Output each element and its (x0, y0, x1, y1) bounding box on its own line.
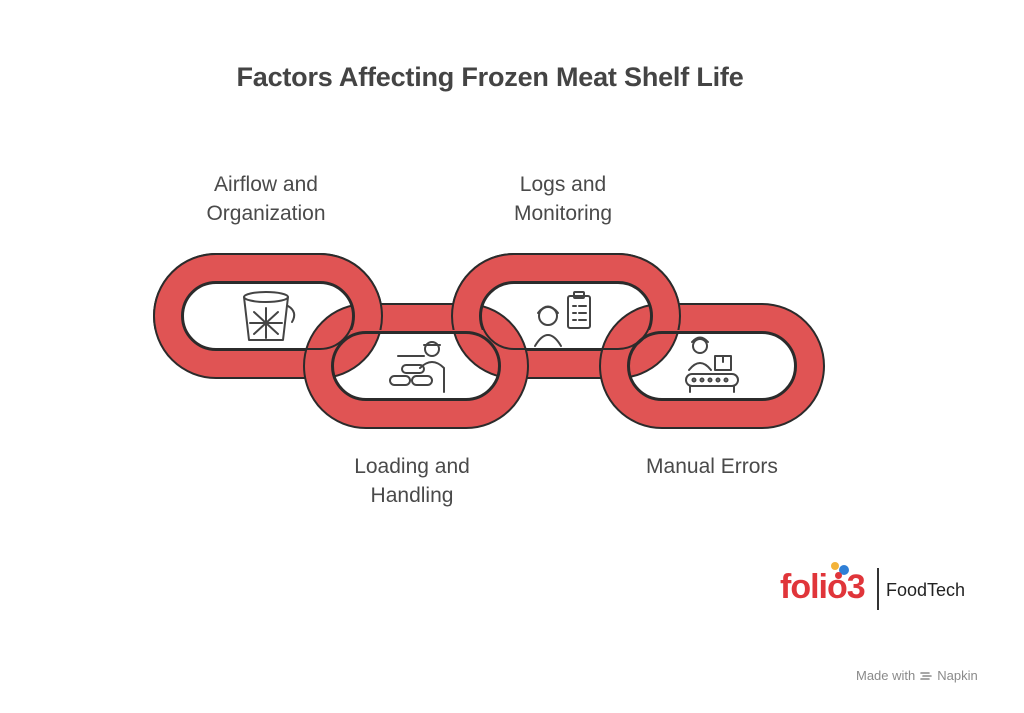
footer-tool: Napkin (937, 668, 978, 683)
logo-dot-blue (839, 565, 849, 575)
chain-overlap (153, 253, 681, 330)
footer-credit: Made with Napkin (856, 668, 978, 683)
napkin-icon (920, 671, 933, 680)
worker-with-clipboard-icon (534, 291, 591, 347)
factor-label-line: Handling (370, 484, 454, 507)
chain-link-2 (303, 303, 529, 429)
factor-label-line: Logs and (519, 173, 607, 196)
factor-label-line: Organization (206, 202, 326, 225)
factor-label-line: Airflow and (214, 173, 318, 196)
brand-divider (877, 568, 879, 610)
logo-dot-red (835, 572, 842, 579)
factor-label-line: Manual Errors (646, 455, 778, 478)
factor-label-manual: Manual Errors (602, 452, 822, 481)
factor-label-line: Monitoring (513, 202, 613, 225)
brand-name: folio3 (780, 568, 866, 606)
worker-with-sacks-icon (389, 341, 445, 393)
chain-link-4 (599, 303, 825, 429)
factor-label-line: Loading and (354, 455, 470, 478)
factor-label-loading: Loading and Handling (302, 452, 522, 510)
footer-made-with: Made with (856, 668, 916, 683)
worker-at-conveyor-icon (685, 336, 739, 393)
ice-bucket-icon (243, 291, 296, 341)
factor-label-logs: Logs and Monitoring (453, 170, 673, 228)
brand-product: FoodTech (886, 580, 966, 600)
logo-dot-yellow (831, 562, 839, 570)
diagram-title: Factors Affecting Frozen Meat Shelf Life (236, 62, 744, 92)
factor-label-airflow: Airflow and Organization (156, 170, 376, 228)
